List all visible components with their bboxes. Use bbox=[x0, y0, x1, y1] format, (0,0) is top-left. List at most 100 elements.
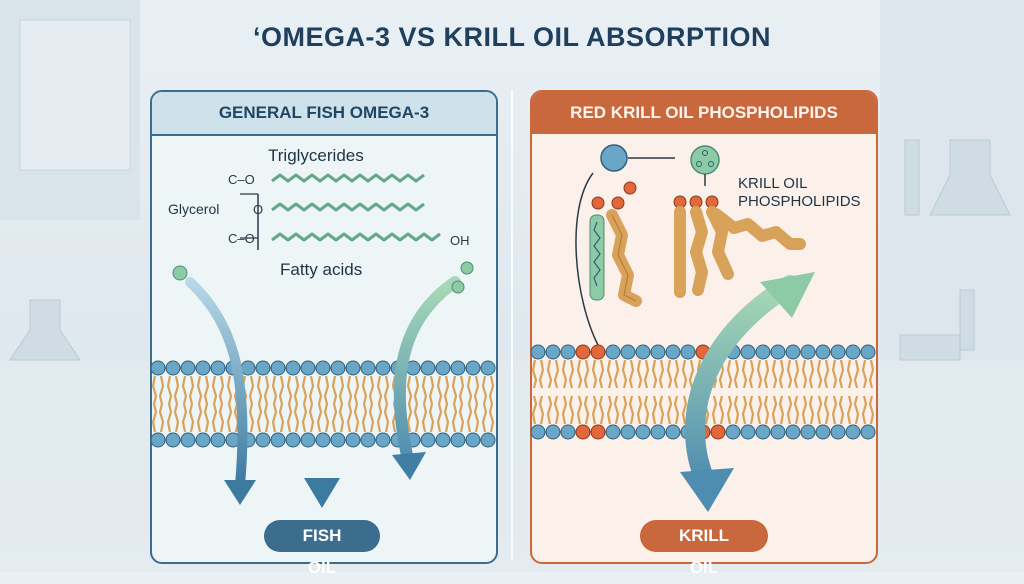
omega-molecule bbox=[451, 280, 465, 294]
lipid-tail bbox=[196, 403, 210, 433]
lipid-tail bbox=[531, 359, 545, 389]
arrowhead bbox=[760, 272, 815, 318]
phospholipid-molecule-left bbox=[575, 144, 675, 346]
lipid-head bbox=[165, 360, 181, 376]
omega-molecule bbox=[172, 265, 188, 281]
lipid-tail bbox=[756, 395, 770, 425]
lipid-tail bbox=[271, 375, 285, 405]
lipid-tail bbox=[346, 403, 360, 433]
lipid-tail bbox=[406, 375, 420, 405]
lipid-tail bbox=[271, 403, 285, 433]
fatty-acid-chain bbox=[271, 232, 441, 242]
lipid-tail bbox=[421, 375, 435, 405]
lipid-head bbox=[300, 360, 316, 376]
lipid-tail bbox=[376, 403, 390, 433]
lipid-tail bbox=[181, 403, 195, 433]
krill-phospholipid-head bbox=[590, 424, 606, 440]
lipid-head bbox=[605, 344, 621, 360]
lipid-head bbox=[545, 424, 561, 440]
lipid-tail bbox=[726, 395, 740, 425]
bond-label-middle: O bbox=[253, 202, 264, 217]
lipid-head bbox=[450, 432, 466, 448]
lipid-head bbox=[635, 424, 651, 440]
krill-oil-panel-header: RED KRILL OIL PHOSPHOLIPIDS bbox=[532, 92, 876, 134]
lipid-head bbox=[815, 344, 831, 360]
lipid-tail bbox=[591, 359, 605, 389]
lipid-head bbox=[345, 360, 361, 376]
lipid-tail bbox=[166, 375, 180, 405]
lipid-head bbox=[480, 432, 496, 448]
fish-oil-badge: FISH OIL bbox=[264, 520, 380, 577]
lipid-head bbox=[830, 344, 846, 360]
lipid-head bbox=[150, 432, 166, 448]
fatty-acid-chain bbox=[271, 202, 425, 212]
lipid-tail bbox=[301, 375, 315, 405]
lipid-head bbox=[665, 424, 681, 440]
lipid-head bbox=[785, 424, 801, 440]
lipid-tail bbox=[561, 395, 575, 425]
triglycerides-label: Triglycerides bbox=[268, 146, 364, 165]
fatty-acid-chain bbox=[271, 173, 425, 183]
lipid-head bbox=[860, 344, 876, 360]
krill-phospholipid-head bbox=[575, 344, 591, 360]
lipid-head bbox=[420, 432, 436, 448]
lipid-head bbox=[620, 344, 636, 360]
fatty-acids-label: Fatty acids bbox=[280, 260, 363, 279]
lipid-tail bbox=[681, 359, 695, 389]
lipid-tail bbox=[816, 359, 830, 389]
lipid-tail bbox=[666, 395, 680, 425]
lipid-tail bbox=[816, 395, 830, 425]
lipid-head bbox=[465, 432, 481, 448]
lipid-tail bbox=[286, 403, 300, 433]
lipid-tail bbox=[211, 403, 225, 433]
lipid-tail bbox=[406, 403, 420, 433]
lipid-tail bbox=[651, 359, 665, 389]
lipid-head bbox=[740, 424, 756, 440]
lipid-tail bbox=[436, 375, 450, 405]
oh-label: OH bbox=[450, 233, 470, 248]
absorption-arrow-curved-right bbox=[393, 276, 461, 466]
krill-phospholipid-head bbox=[710, 424, 726, 440]
lipid-head bbox=[360, 432, 376, 448]
lipid-head bbox=[770, 344, 786, 360]
krill-oil-phospholipids-label: KRILL OIL PHOSPHOLIPIDS bbox=[738, 175, 861, 211]
lipid-head bbox=[180, 360, 196, 376]
triglyceride-structure bbox=[240, 173, 441, 250]
lipid-tail bbox=[481, 375, 495, 405]
lipid-head bbox=[605, 424, 621, 440]
lipid-tail bbox=[636, 395, 650, 425]
lipid-tail bbox=[181, 375, 195, 405]
lipid-tail bbox=[466, 403, 480, 433]
lipid-tail bbox=[651, 395, 665, 425]
lipid-head bbox=[330, 432, 346, 448]
lipid-head bbox=[785, 344, 801, 360]
lipid-tail bbox=[361, 403, 375, 433]
lipid-head bbox=[635, 344, 651, 360]
lipid-head bbox=[845, 424, 861, 440]
lipid-head bbox=[665, 344, 681, 360]
bond-label-bottom: C–O bbox=[228, 231, 255, 246]
lipid-tail bbox=[481, 403, 495, 433]
lipid-head bbox=[270, 432, 286, 448]
krill-phospholipid-head bbox=[575, 424, 591, 440]
arrowhead bbox=[392, 452, 426, 480]
lipid-tail bbox=[466, 375, 480, 405]
lipid-tail bbox=[621, 395, 635, 425]
arrowhead bbox=[680, 468, 734, 512]
lipid-tail bbox=[151, 375, 165, 405]
lipid-tail bbox=[561, 359, 575, 389]
lipid-head bbox=[210, 432, 226, 448]
lipid-head bbox=[815, 424, 831, 440]
lipid-head bbox=[680, 344, 696, 360]
lipid-tail bbox=[771, 359, 785, 389]
lipid-head bbox=[375, 360, 391, 376]
lipid-tail bbox=[436, 403, 450, 433]
lipid-tail bbox=[621, 359, 635, 389]
lipid-head bbox=[360, 360, 376, 376]
lipid-tail bbox=[196, 375, 210, 405]
fish-oil-panel-header: GENERAL FISH OMEGA-3 bbox=[152, 92, 496, 136]
lipid-tail bbox=[861, 359, 875, 389]
lipid-head bbox=[650, 424, 666, 440]
lipid-head bbox=[755, 424, 771, 440]
page-title: ‘OMEGA-3 VS KRILL OIL ABSORPTION bbox=[252, 22, 772, 52]
